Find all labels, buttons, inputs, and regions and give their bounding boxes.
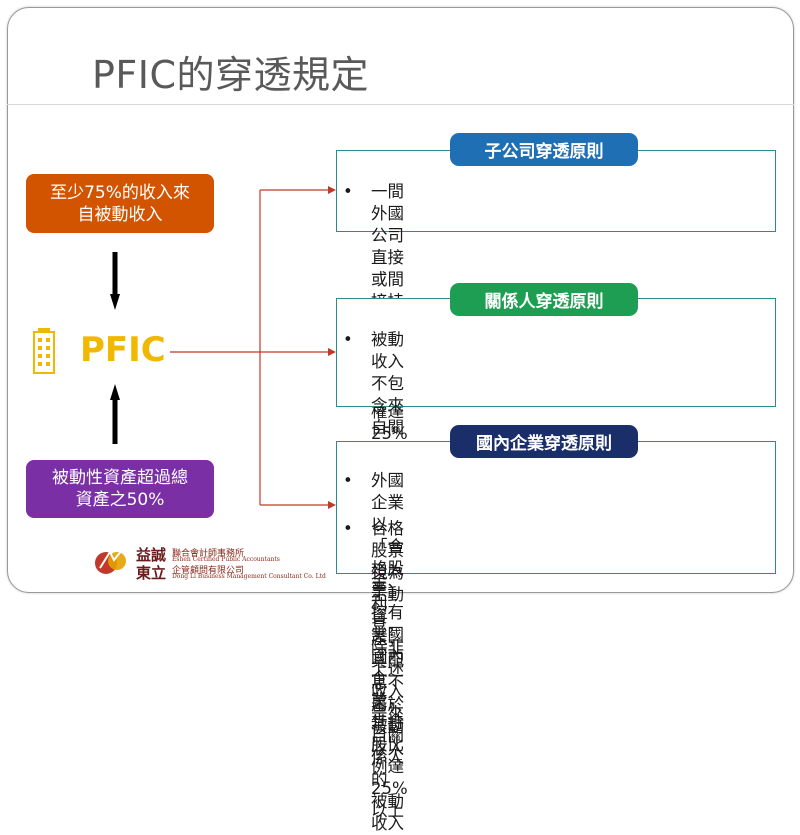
logo-name-1: 益誠: [136, 546, 167, 564]
arrow-down-icon: [110, 252, 120, 310]
income-condition-line-1: 至少75%的收入來: [50, 182, 190, 203]
arrow-up-icon: [110, 384, 120, 444]
logo-line-3: 企管顧問有限公司: [172, 566, 245, 576]
logo-name-2: 東立: [136, 564, 167, 582]
logo-line-2: Eshen Certified Public Accountants: [172, 556, 280, 563]
bullet-line: 合格股票視為主動資產；其配息不屬於被動: [371, 519, 404, 736]
connector-lines: [170, 186, 336, 509]
title-divider: [7, 104, 794, 105]
connector-arrowhead: [328, 501, 336, 509]
asset-condition-line-1: 被動性資產超過總: [52, 468, 188, 488]
connector-arrowhead: [328, 186, 336, 194]
asset-condition-line-2: 資產之50%: [75, 490, 165, 510]
related-party-rule-tag: 關係人穿透原則: [450, 283, 638, 316]
page-title: PFIC的穿透規定: [92, 53, 370, 97]
connector-arrowhead: [328, 348, 336, 356]
income-condition-line-2: 自被動收入: [77, 204, 163, 225]
building-icon: [33, 328, 55, 374]
asset-condition-box: 被動性資產超過總 資產之50%: [26, 460, 214, 518]
logo-line-4: Dong Li Business Management Consultant C…: [172, 573, 326, 580]
logo-mark-icon: [95, 549, 126, 574]
bullet-line: 收入: [371, 739, 404, 758]
pfic-label: PFIC: [80, 330, 166, 370]
subsidiary-rule-tag: 子公司穿透原則: [450, 133, 638, 166]
domestic-company-rule-box: • 外國企業以「合格股票」控有美國國內企業， 其持股比例達25%以上 • 合格股…: [336, 441, 776, 820]
company-logo: 益誠 東立 聯合會計師事務所 Eshen Certified Public Ac…: [92, 546, 342, 582]
income-condition-box: 至少75%的收入來 自被動收入: [26, 174, 214, 233]
logo-line-1: 聯合會計師事務所: [172, 549, 245, 559]
domestic-company-rule-tag: 國內企業穿透原則: [450, 425, 638, 458]
